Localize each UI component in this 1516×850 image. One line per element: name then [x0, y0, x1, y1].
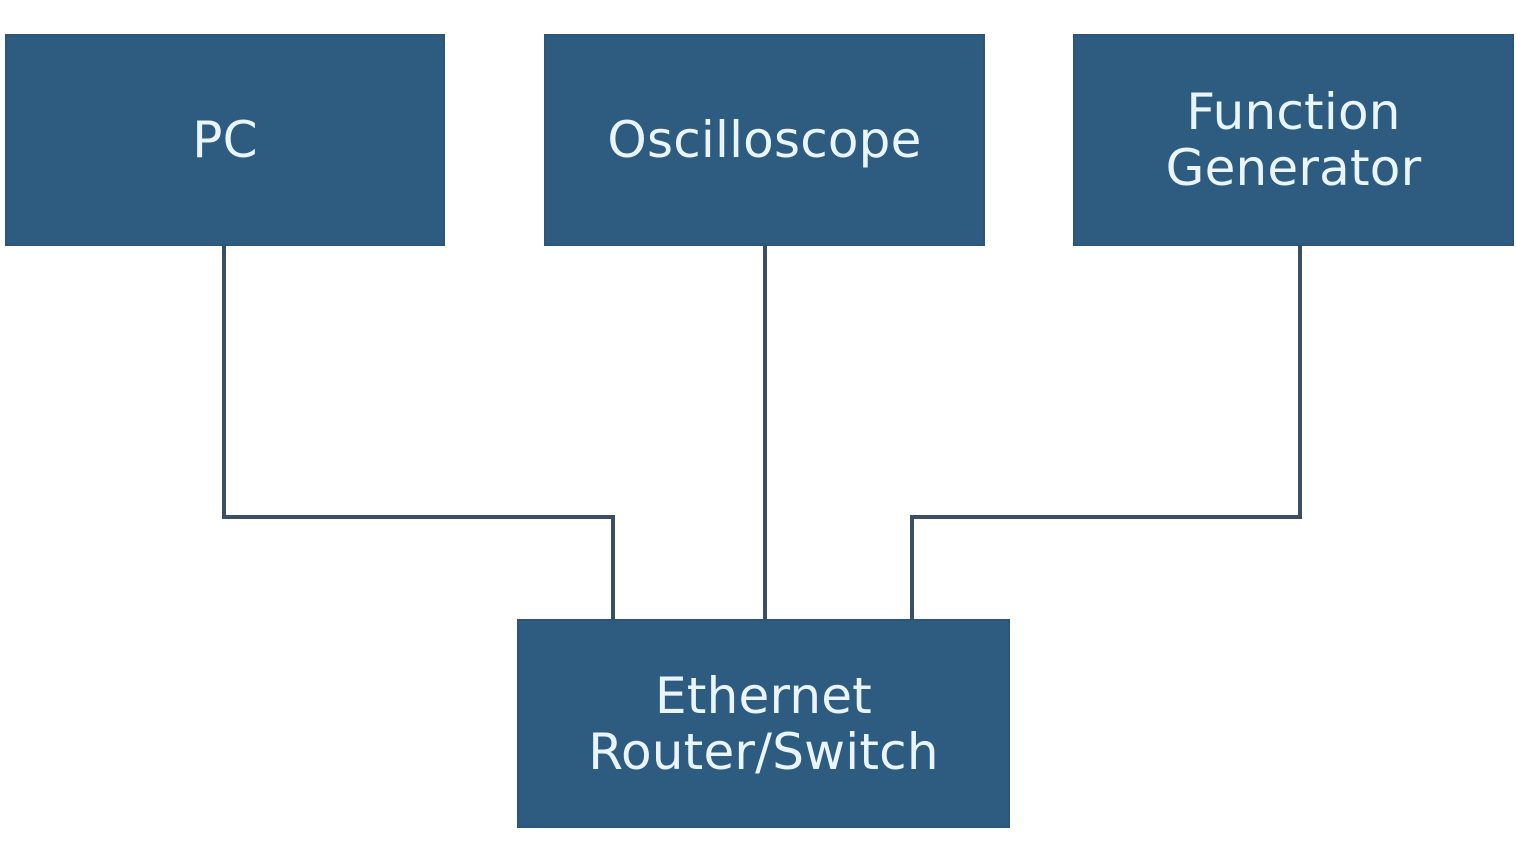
- node-oscilloscope-label: Oscilloscope: [607, 111, 922, 169]
- connector-function-generator-to-router: [910, 244, 1302, 621]
- node-function-generator-label: Function Generator: [1165, 83, 1422, 197]
- node-pc[interactable]: PC: [5, 34, 445, 246]
- node-oscilloscope[interactable]: Oscilloscope: [544, 34, 985, 246]
- connector-pc-to-router: [222, 244, 615, 621]
- node-ethernet-router-switch-label: Ethernet Router/Switch: [588, 666, 939, 781]
- node-function-generator[interactable]: Function Generator: [1073, 34, 1514, 246]
- node-pc-label: PC: [192, 111, 258, 169]
- node-ethernet-router-switch[interactable]: Ethernet Router/Switch: [517, 619, 1010, 828]
